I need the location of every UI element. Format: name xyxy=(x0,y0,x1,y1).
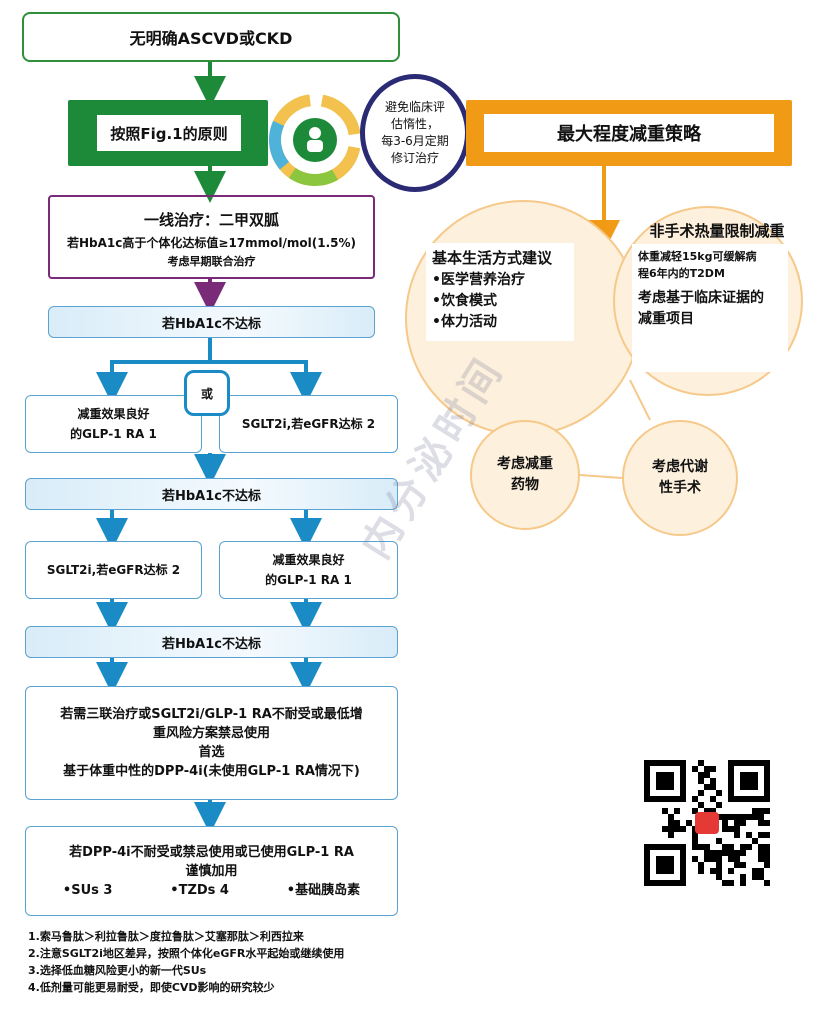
inertia-line-4: 修订治疗 xyxy=(390,151,439,165)
link-drug-surg xyxy=(579,474,623,479)
first-line-box: 一线治疗：二甲双胍 若HbA1c高于个体化达标值≥17mmol/mol(1.5%… xyxy=(48,195,375,279)
inertia-circle: 避免临床评 估惰性， 每3-6月定期 修订治疗 xyxy=(360,74,470,192)
drug-circle: 考虑减重 药物 xyxy=(470,420,580,530)
drug-basal-insulin: •基础胰岛素 xyxy=(286,882,361,898)
no-ascvd-ckd-box: 无明确ASCVD或CKD xyxy=(22,12,400,62)
lifestyle-box: 基本生活方式建议 •医学营养治疗 •饮食模式 •体力活动 xyxy=(426,243,574,341)
or-badge: 或 xyxy=(184,370,230,416)
nonsurgical-big-2: 减重项目 xyxy=(638,311,694,327)
principle-box: 按照Fig.1的原则 xyxy=(96,114,242,152)
qr-code-icon xyxy=(644,760,770,886)
lifestyle-item-diet: •饮食模式 xyxy=(432,293,497,309)
caution-drug-list: •SUs 3 •TZDs 4 •基础胰岛素 xyxy=(34,881,389,900)
not-target-label-2: 若HbA1c不达标 xyxy=(162,488,261,504)
option-sglt2-label: SGLT2i,若eGFR达标 2 xyxy=(241,417,376,431)
or-label: 或 xyxy=(200,386,213,401)
option-glp1-2: 减重效果良好 的GLP-1 RA 1 xyxy=(219,541,398,599)
drug-sus: •SUs 3 xyxy=(62,882,113,898)
first-line-threshold: 若HbA1c高于个体化达标值≥17mmol/mol(1.5%) xyxy=(67,236,356,250)
lifestyle-item-activity: •体力活动 xyxy=(432,314,497,330)
lifestyle-title: 基本生活方式建议 xyxy=(432,249,553,267)
triple-line-4: 基于体重中性的DPP-4i(未使用GLP-1 RA情况下) xyxy=(63,764,360,779)
footnote-4: 4.低剂量可能更易耐受，即使CVD影响的研究较少 xyxy=(28,981,275,994)
link-right-surg xyxy=(629,379,651,421)
strategy-box: 最大程度减重策略 xyxy=(484,114,774,152)
treatment-cycle-icon xyxy=(269,94,361,186)
option-sglt2-label-2: SGLT2i,若eGFR达标 2 xyxy=(46,563,181,577)
triple-therapy-box: 若需三联治疗或SGLT2i/GLP-1 RA不耐受或最低增 重风险方案禁忌使用 … xyxy=(25,686,398,800)
surgery-circle-line-1: 考虑代谢 xyxy=(652,459,708,475)
option-sglt2-2: SGLT2i,若eGFR达标 2 xyxy=(25,541,202,599)
not-target-label-3: 若HbA1c不达标 xyxy=(162,636,261,652)
caution-line-2: 谨慎加用 xyxy=(185,863,238,879)
option-glp1-2-line-1: 减重效果良好 xyxy=(272,553,345,567)
caution-box: 若DPP-4i不耐受或禁忌使用或已使用GLP-1 RA 谨慎加用 •SUs 3 … xyxy=(25,826,398,916)
triple-line-2: 重风险方案禁忌使用 xyxy=(152,726,270,741)
nonsurgical-title: 非手术热量限制减重 xyxy=(649,222,785,240)
drug-circle-line-1: 考虑减重 xyxy=(497,456,553,472)
triple-line-1: 若需三联治疗或SGLT2i/GLP-1 RA不耐受或最低增 xyxy=(60,707,363,722)
not-target-bar-3: 若HbA1c不达标 xyxy=(25,626,398,658)
inertia-line-3: 每3-6月定期 xyxy=(381,134,449,148)
strategy-label: 最大程度减重策略 xyxy=(557,124,701,145)
caution-line-1: 若DPP-4i不耐受或禁忌使用或已使用GLP-1 RA xyxy=(69,844,354,860)
option-glp1-2-line-2: 的GLP-1 RA 1 xyxy=(265,573,352,587)
nonsurgical-small-2: 程6年内的T2DM xyxy=(638,267,725,280)
inertia-line-2: 估惰性， xyxy=(390,117,439,131)
principle-label: 按照Fig.1的原则 xyxy=(110,124,228,143)
footnote-3: 3.选择低血糖风险更小的新一代SUs xyxy=(28,964,207,977)
no-ascvd-ckd-label: 无明确ASCVD或CKD xyxy=(129,29,293,48)
not-target-bar-1: 若HbA1c不达标 xyxy=(48,306,375,338)
first-line-combo: 考虑早期联合治疗 xyxy=(167,255,256,268)
nonsurgical-box: 体重减轻15kg可缓解病 程6年内的T2DM 考虑基于临床证据的 减重项目 xyxy=(632,244,788,372)
option-glp1-line-2: 的GLP-1 RA 1 xyxy=(70,427,157,441)
option-glp1-line-1: 减重效果良好 xyxy=(77,407,150,421)
surgery-circle: 考虑代谢 性手术 xyxy=(622,420,738,536)
nonsurgical-big-1: 考虑基于临床证据的 xyxy=(638,290,764,306)
lifestyle-item-nutrition: •医学营养治疗 xyxy=(432,272,525,288)
drug-circle-line-2: 药物 xyxy=(511,477,539,493)
footnote-2: 2.注意SGLT2i地区差异，按照个体化eGFR水平起始或继续使用 xyxy=(28,947,345,960)
drug-tzds: •TZDs 4 xyxy=(170,882,229,898)
not-target-label-1: 若HbA1c不达标 xyxy=(162,316,261,332)
first-line-title: 一线治疗：二甲双胍 xyxy=(143,211,279,229)
not-target-bar-2: 若HbA1c不达标 xyxy=(25,478,398,510)
option-sglt2-1: SGLT2i,若eGFR达标 2 xyxy=(219,395,398,453)
surgery-circle-line-2: 性手术 xyxy=(659,480,701,496)
triple-line-3: 首选 xyxy=(198,745,225,760)
nonsurgical-small-1: 体重减轻15kg可缓解病 xyxy=(638,250,757,263)
footnotes: 1.索马鲁肽＞利拉鲁肽＞度拉鲁肽＞艾塞那肽＞利西拉来 2.注意SGLT2i地区差… xyxy=(28,928,448,996)
option-glp1-1: 减重效果良好 的GLP-1 RA 1 xyxy=(25,395,202,453)
footnote-1: 1.索马鲁肽＞利拉鲁肽＞度拉鲁肽＞艾塞那肽＞利西拉来 xyxy=(28,930,304,943)
inertia-line-1: 避免临床评 xyxy=(384,100,445,114)
